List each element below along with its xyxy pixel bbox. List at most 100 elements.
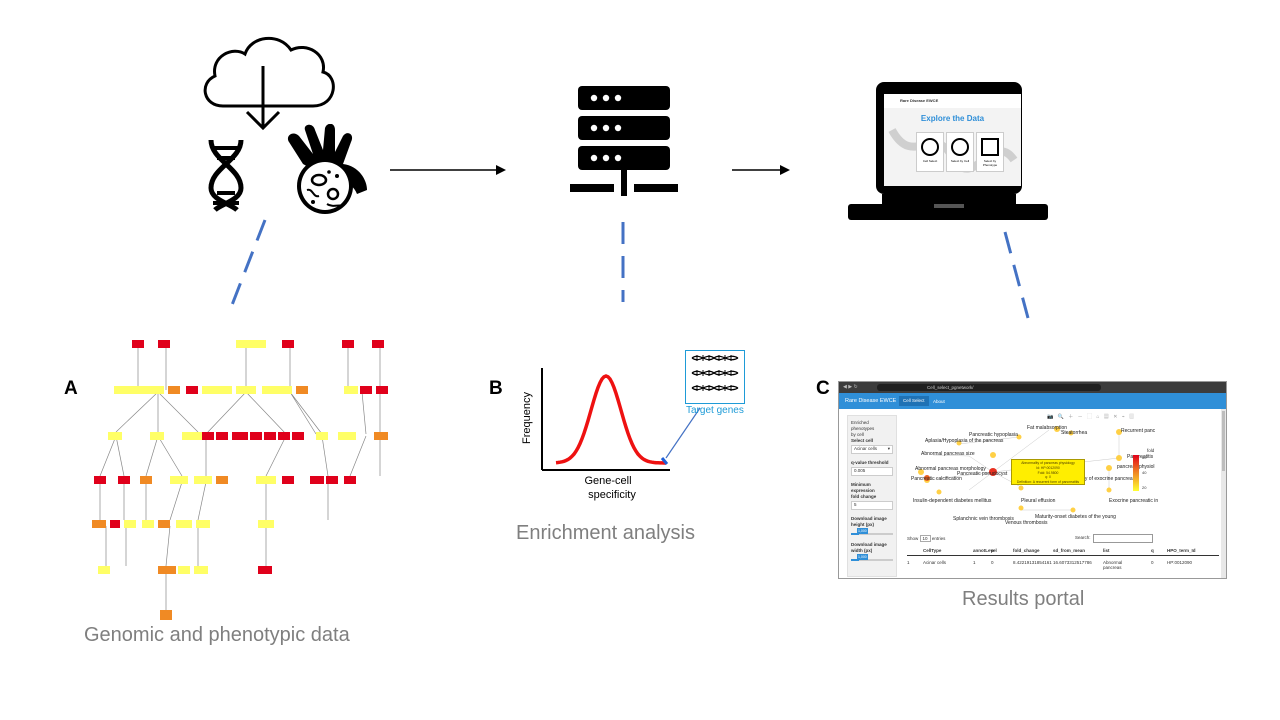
height-label-1: Download image (851, 516, 887, 521)
table-header-cell[interactable]: sd_from_mean (1053, 548, 1086, 553)
target-genes-highlight (660, 457, 669, 465)
table-header-cell[interactable]: q (1151, 548, 1154, 553)
legend-tick-0: 60 (1142, 455, 1147, 460)
node-label-8: Pancreatic pseudocyst (957, 471, 1008, 477)
table-cell: 0 (991, 560, 994, 565)
table-header-cell[interactable]: HPO_term_Id (1167, 548, 1196, 553)
hand-cell-icon (288, 124, 367, 214)
table-cell: 0 (1151, 560, 1154, 565)
node-label-2: Pancreatic hypoplasia (969, 432, 1018, 438)
nav-tab-about[interactable]: About (933, 398, 945, 404)
laptop-heading: Explore the Data (920, 114, 985, 123)
table-header-cell[interactable]: fold_change (1013, 548, 1040, 553)
node-label-7: Abnormal pancreas morphology (915, 466, 986, 472)
table-header-cell[interactable]: list (1103, 548, 1110, 553)
browser-url: Cell_select_pgnetwork/ (927, 384, 974, 390)
sidebar-heading-2: by cell (851, 432, 864, 437)
node-label-16: Maturity-onset diabetes of the young (1035, 514, 1116, 520)
laptop-card-3: Select by Phenotype (976, 132, 1004, 172)
laptop-brand: Rare Disease EWCE (900, 98, 939, 103)
panel-c-caption: Results portal (962, 588, 1085, 610)
width-label-2: width (px) (851, 548, 873, 553)
table-cell: 8.42219131854161 (1013, 560, 1052, 565)
server-icon (570, 86, 678, 196)
node-label-6: Pancreatitis (1127, 454, 1154, 460)
table-cell: 16.6073312517786 (1053, 560, 1092, 565)
x-axis-label-line1: Gene-cell (584, 475, 631, 487)
search-label: Search: (1075, 535, 1091, 540)
node-tooltip: Abnormality of pancreas physiology Id: H… (1011, 459, 1085, 485)
portal-brand: Rare Disease EWCE (845, 398, 897, 404)
laptop-screen: Rare Disease EWCE Explore the Data Cell … (884, 94, 1021, 186)
table-header-cell[interactable]: annotLevel (973, 548, 997, 553)
node-label-4: Recurrent panc (1121, 428, 1156, 434)
q-value-input[interactable]: 0.005 (851, 467, 893, 476)
node-label-0: Fat malabsorption (1027, 425, 1067, 431)
enrichment-distribution-plot: Frequency Gene-cell specificity (521, 368, 701, 501)
plot-toolbar-icons[interactable]: 📷 🔍 ＋ － ⬚ ⌂ ▦ ✕ ⌁ ▥ (1047, 414, 1136, 420)
dna-icon (208, 139, 244, 212)
legend-tick-2: 20 (1142, 485, 1147, 490)
panel-a-caption: Genomic and phenotypic data (84, 624, 350, 646)
table-cell: 1 (907, 560, 910, 565)
node-label-17: Venous thrombosis (1005, 520, 1048, 526)
table-header-cell[interactable]: CellType (923, 548, 942, 553)
cloud-download-icon (203, 36, 335, 131)
node-label-13: Insulin-dependent diabetes mellitus (913, 498, 992, 504)
target-genes-label: Target genes (686, 405, 744, 416)
node-label-1: Steatorrhea (1061, 430, 1087, 436)
dashed-connector-a (230, 219, 267, 306)
target-pointer-line (665, 407, 701, 459)
table-cell: 1 (973, 560, 976, 565)
fold-label-1: Minimum expression (851, 482, 875, 493)
dashed-connector-c (1003, 231, 1030, 319)
dna-strands-icon (691, 355, 739, 391)
width-slider[interactable]: 1,000 (851, 554, 893, 562)
target-genes-box (685, 350, 745, 404)
browser-nav-icons: ◀ ▶ ↻ (843, 384, 858, 390)
show-entries: Show 10 entries (907, 535, 946, 542)
chevron-down-icon: ▾ (887, 446, 890, 451)
node-label-14: Pleural effusion (1021, 498, 1056, 504)
distribution-curve (555, 374, 666, 465)
portal-sidebar: Enriched phenotypes by cell Select cell … (847, 415, 897, 577)
page-scrollbar[interactable] (1221, 409, 1226, 578)
fold-label-2: fold change (851, 494, 877, 499)
node-label-10: Abnormality of exocrine pancreas (1061, 476, 1136, 482)
table-cell: Abnormal pancreas (1103, 560, 1123, 570)
panel-c-letter: C (816, 378, 830, 399)
results-portal-screenshot: ◀ ▶ ↻ Cell_select_pgnetwork/ Rare Diseas… (838, 381, 1227, 579)
y-axis-label: Frequency (521, 392, 533, 444)
table-header-cell[interactable]: p (991, 548, 994, 553)
select-cell-label: Select cell (851, 438, 874, 443)
legend-tick-1: 40 (1142, 470, 1147, 475)
sidebar-heading-1: Enriched phenotypes (851, 420, 875, 431)
browser-bar: ◀ ▶ ↻ Cell_select_pgnetwork/ (839, 382, 1226, 393)
color-scale-bar (1133, 455, 1139, 491)
entries-select[interactable]: 10 (919, 535, 931, 542)
select-cell-dropdown[interactable]: Acinar cells ▾ (851, 445, 893, 454)
panel-b-caption: Enrichment analysis (516, 522, 695, 544)
arrow-server-to-portal (732, 165, 790, 175)
height-label-2: height (px) (851, 522, 874, 527)
q-value-label: q-value threshold (851, 460, 889, 465)
node-label-12: Exocrine pancreatic in (1109, 498, 1158, 504)
width-label-1: Download image (851, 542, 887, 547)
fold-change-input[interactable]: 5 (851, 501, 893, 510)
laptop-card-1: Cell Select (916, 132, 944, 172)
table-cell: Acinar cells (923, 560, 947, 565)
laptop-card-2: Select by Cell (946, 132, 974, 172)
legend-title: fold (1147, 448, 1155, 453)
node-label-5: Abnormal pancreas size (921, 451, 975, 457)
nav-tab-cell-select[interactable]: Cell Select (899, 396, 929, 406)
table-search-input[interactable] (1093, 534, 1153, 543)
panel-a-letter: A (64, 378, 78, 399)
height-slider[interactable]: 1,000 (851, 528, 893, 536)
node-label-15: Splanchnic vein thrombosis (953, 516, 1014, 522)
node-label-3: Aplasia/Hypoplasia of the pancreas (925, 438, 1004, 444)
portal-header: Rare Disease EWCE Cell Select About (839, 393, 1226, 409)
node-label-11: Pancreatic calcification (911, 476, 962, 482)
table-cell: HP:0012090 (1167, 560, 1193, 565)
